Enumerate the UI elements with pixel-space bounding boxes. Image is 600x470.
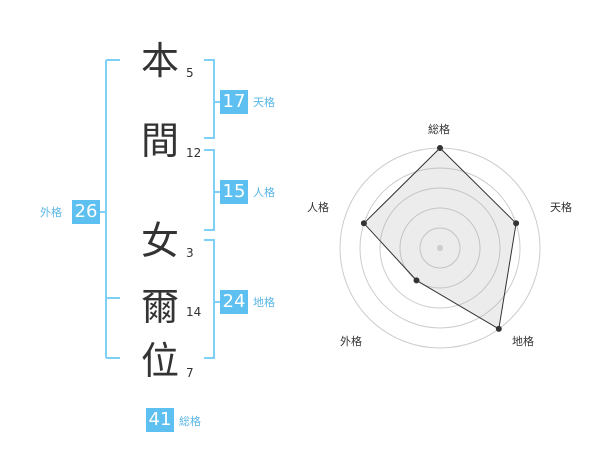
tenkaku-label: 天格 (253, 96, 275, 109)
radar-axis-label-tenkaku: 天格 (550, 201, 572, 214)
jinkaku-bracket (204, 149, 215, 231)
radar-grid-circle (419, 227, 461, 269)
radar-point (437, 145, 443, 151)
radar-grid-circle (359, 167, 521, 329)
stroke-count-4: 14 (186, 305, 202, 319)
jinkaku-label: 人格 (253, 186, 275, 199)
stroke-count-2: 12 (186, 146, 202, 160)
name-char-1: 本 (140, 39, 179, 83)
name-char-2: 間 (140, 119, 179, 163)
jinkaku-value: 15 (220, 180, 248, 204)
tenkaku-bracket (204, 59, 215, 139)
chikaku-value: 24 (220, 290, 248, 314)
radar-point (513, 220, 520, 227)
name-brackets (100, 59, 220, 359)
soukaku-label: 総格 (179, 415, 201, 428)
radar-axis-label-chikaku: 地格 (512, 335, 534, 348)
stroke-count-3: 3 (186, 246, 194, 260)
radar-axis-label-gaikaku: 外格 (340, 335, 362, 348)
chikaku-label: 地格 (253, 296, 275, 309)
radar-grid-circle (379, 187, 501, 309)
radar-point (360, 220, 367, 227)
gaikaku-value: 26 (72, 200, 100, 224)
radar-chart (339, 145, 541, 349)
radar-center-dot (437, 245, 443, 251)
radar-area (363, 147, 517, 330)
soukaku-value: 41 (146, 408, 174, 432)
gaikaku-label: 外格 (40, 206, 62, 219)
name-char-5: 位 (140, 339, 179, 383)
radar-axis-label-soukaku: 総格 (428, 123, 450, 136)
radar-point (495, 325, 502, 332)
radar-grid-circle (399, 207, 481, 289)
radar-axis-label-jinkaku: 人格 (307, 201, 329, 214)
chikaku-bracket (204, 239, 215, 359)
name-char-4: 爾 (140, 285, 179, 329)
name-char-3: 女 (140, 219, 179, 263)
tenkaku-value: 17 (220, 90, 248, 114)
stroke-count-5: 7 (186, 366, 194, 380)
radar-point (413, 277, 420, 284)
stroke-count-1: 5 (186, 66, 194, 80)
